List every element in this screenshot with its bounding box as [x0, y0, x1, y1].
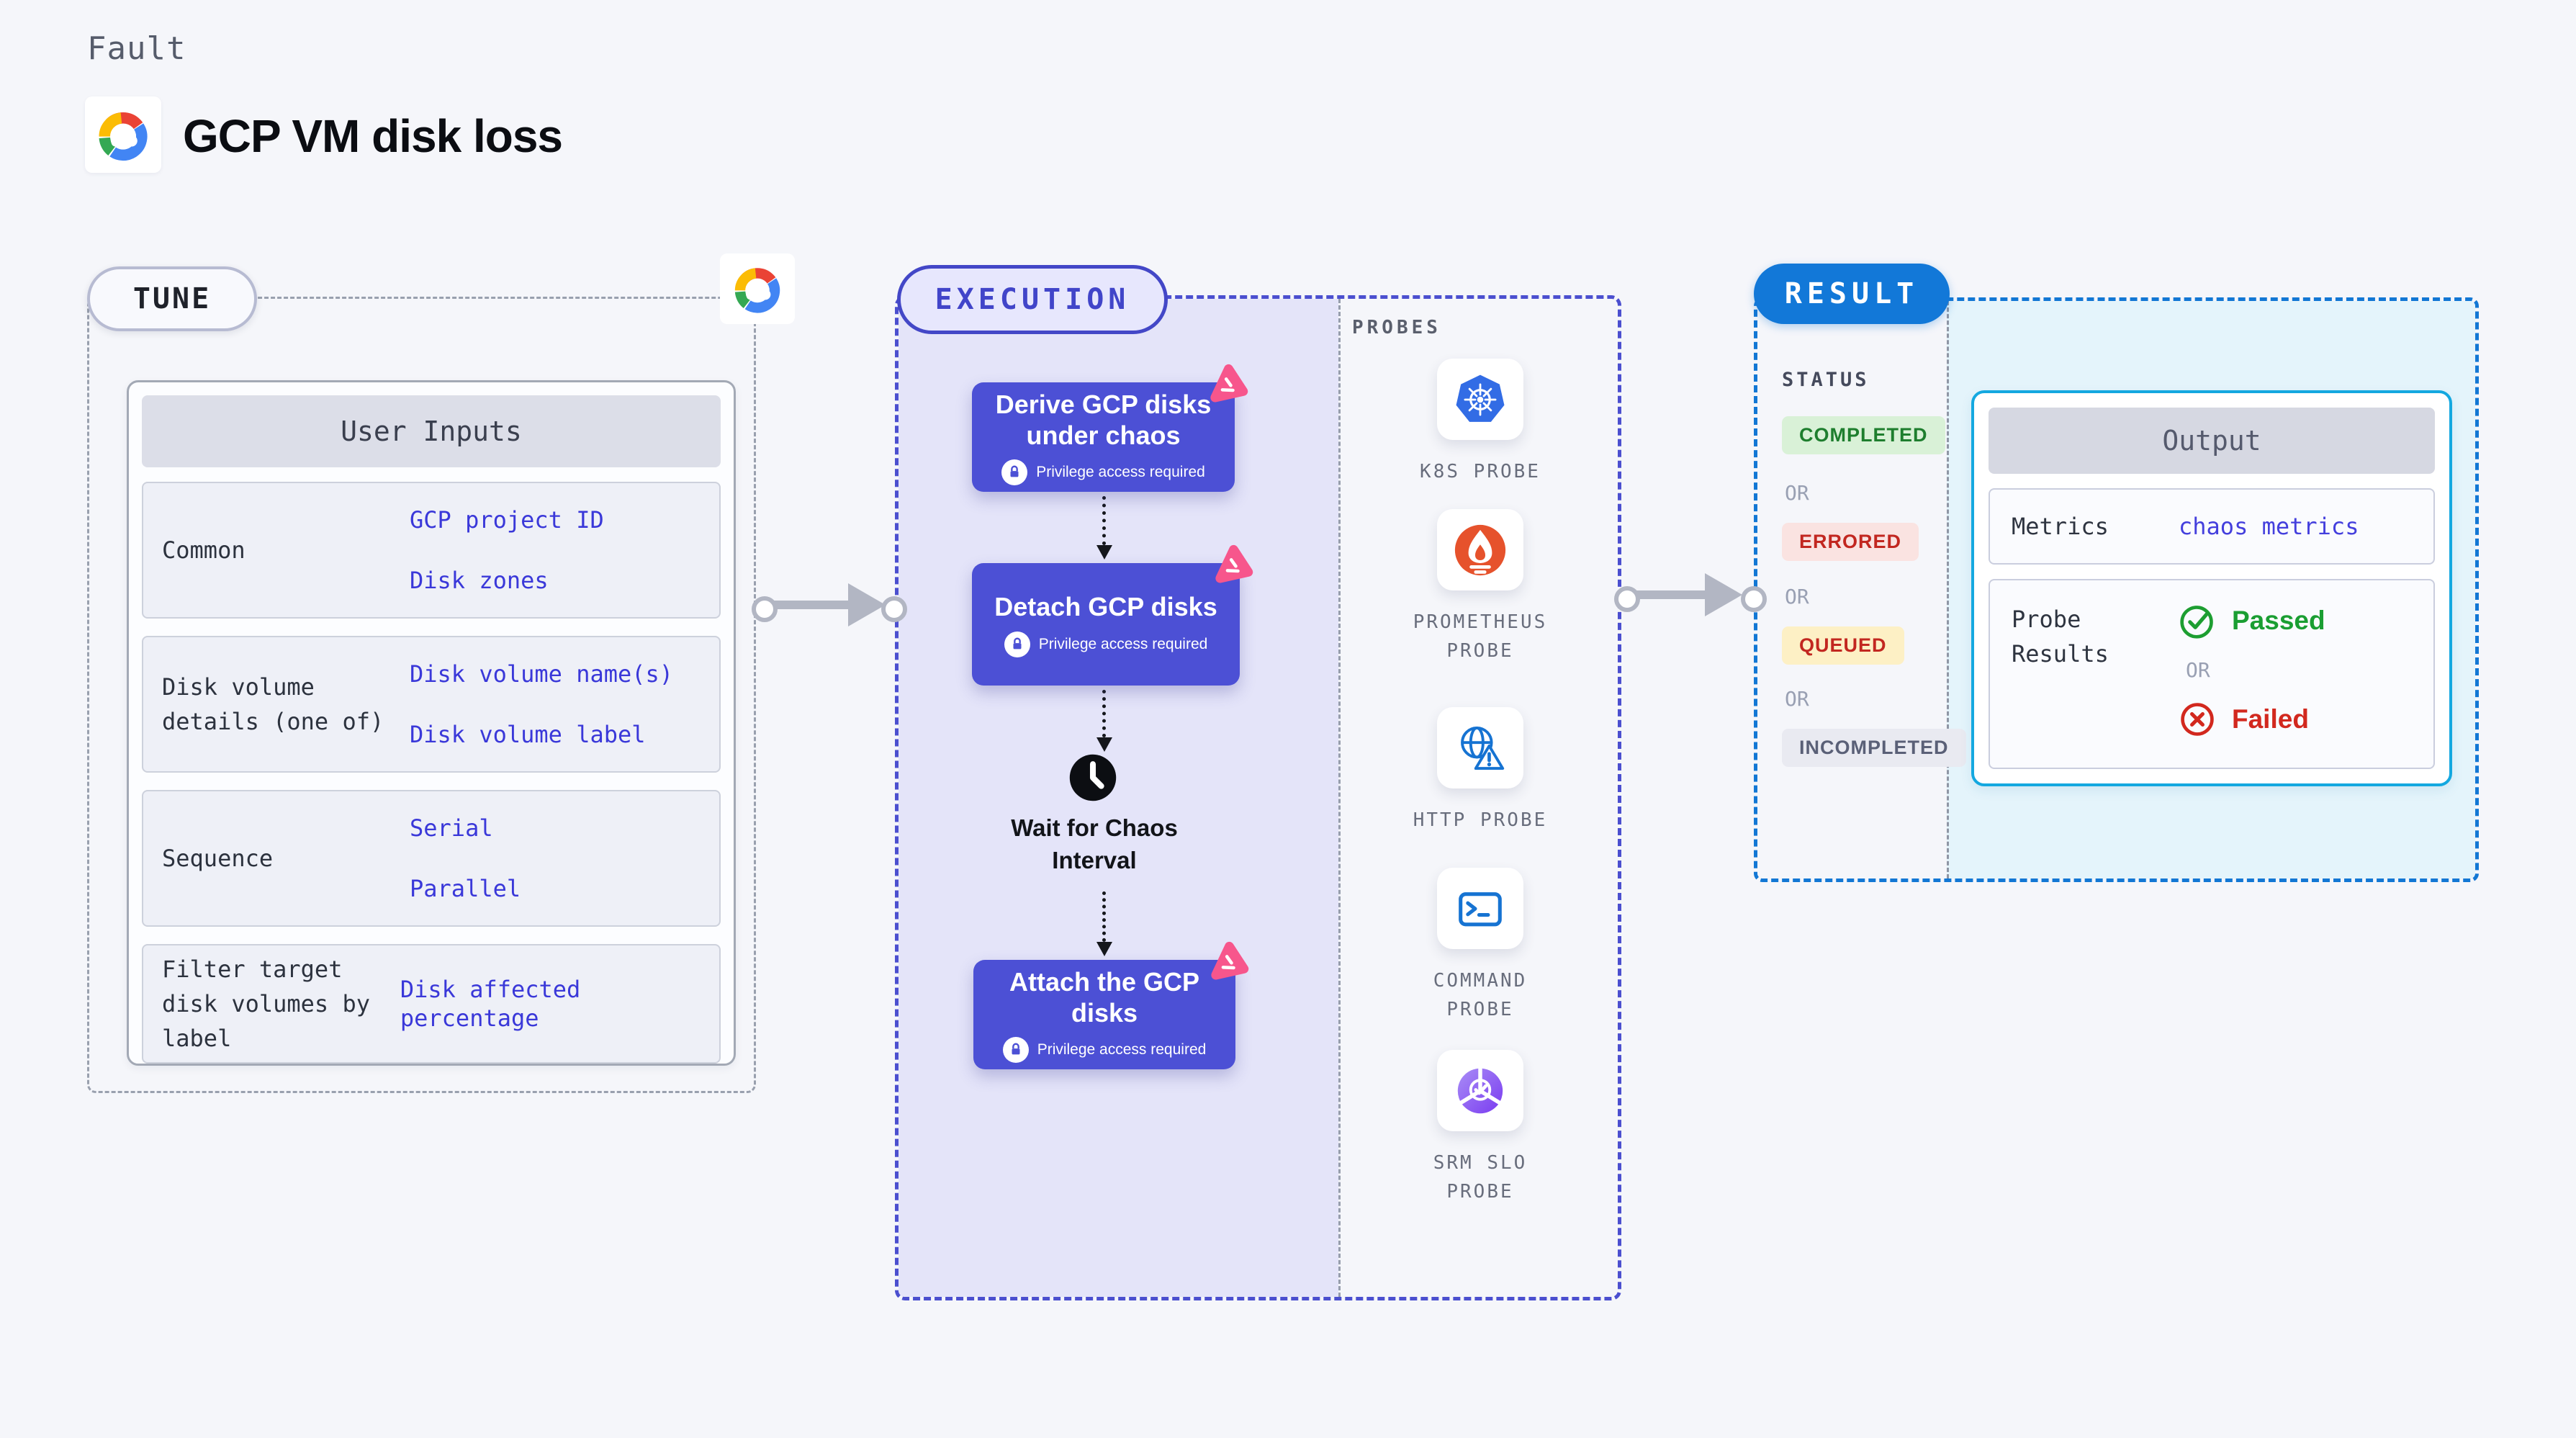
gcp-logo: [85, 96, 161, 173]
status-badge-queued: QUEUED: [1782, 626, 1904, 665]
tune-badge: TUNE: [87, 266, 257, 331]
connector-dot: [752, 596, 778, 622]
result-badge: RESULT: [1754, 264, 1950, 324]
gcp-logo-small: [720, 253, 795, 324]
step-detach-gcp-disks: Detach GCP disks Privilege access requir…: [972, 544, 1253, 686]
or-label: OR: [2186, 658, 2210, 682]
privilege-note: Privilege access required: [1036, 464, 1205, 481]
probe-label: HTTP PROBE: [1413, 809, 1548, 831]
passed-label: Passed: [2232, 606, 2325, 635]
gcp-cloud-icon: [734, 268, 780, 313]
lock-icon: [1004, 631, 1030, 657]
kubernetes-icon: [1437, 359, 1523, 440]
or-label: OR: [1785, 687, 1809, 711]
flow-arrow: [1631, 590, 1706, 599]
fault-kicker: Fault: [87, 30, 186, 67]
passed-check-icon: [2180, 606, 2213, 639]
gcp-cloud-icon: [99, 112, 148, 161]
failed-label: Failed: [2232, 704, 2309, 734]
user-input-row-common: Common GCP project ID Disk zones: [142, 482, 721, 619]
http-globe-warning-icon: [1437, 707, 1523, 788]
wait-for-chaos-label: Wait for Chaos Interval: [1011, 814, 1178, 873]
probe-http: HTTP PROBE: [1394, 707, 1567, 835]
status-badge-errored: ERRORED: [1782, 523, 1919, 561]
user-inputs-card: User Inputs Common GCP project ID Disk z…: [127, 380, 736, 1066]
srm-slo-icon: [1437, 1050, 1523, 1131]
connector-dot: [881, 596, 907, 622]
row-label: Filter target disk volumes by label: [162, 956, 370, 1052]
flow-dotted-line: [1102, 496, 1106, 545]
probe-label: COMMAND PROBE: [1433, 970, 1528, 1021]
step-derive-gcp-disks: Derive GCP disks under chaos Privilege a…: [972, 364, 1248, 492]
user-input-row-disk-volume: Disk volume details (one of) Disk volume…: [142, 636, 721, 773]
connector-dot: [1614, 586, 1640, 612]
chaos-metrics-link[interactable]: chaos metrics: [2179, 513, 2359, 540]
flow-dotted-arrowhead: [1096, 545, 1112, 560]
step-title: Attach the GCP disks: [1009, 966, 1200, 1028]
flow-dotted-line: [1102, 891, 1106, 942]
probe-k8s: K8S PROBE: [1394, 359, 1567, 486]
lock-icon: [1002, 1037, 1029, 1064]
probe-prometheus: PROMETHEUS PROBE: [1394, 509, 1567, 666]
row-label: Sequence: [162, 845, 274, 872]
connector-dot: [1741, 586, 1767, 612]
user-input-row-filter: Filter target disk volumes by label Disk…: [142, 944, 721, 1064]
probe-label: PROMETHEUS PROBE: [1413, 611, 1548, 662]
input-link[interactable]: Disk zones: [410, 567, 549, 594]
input-link[interactable]: Parallel: [410, 875, 521, 902]
output-title: Output: [1989, 408, 2435, 474]
metrics-label: Metrics: [2012, 513, 2109, 540]
chaos-marker-icon: [1210, 364, 1248, 403]
user-inputs-title: User Inputs: [142, 395, 721, 467]
clock-icon: [1068, 753, 1117, 802]
flow-arrowhead: [848, 583, 886, 626]
terminal-icon: [1437, 868, 1523, 949]
tune-section-box: [87, 297, 756, 1093]
probe-label: SRM SLO PROBE: [1433, 1152, 1528, 1203]
status-badge-completed: COMPLETED: [1782, 416, 1945, 454]
execution-badge: EXECUTION: [897, 265, 1168, 334]
status-badge-incompleted: INCOMPLETED: [1782, 729, 1966, 767]
probe-results-label: Probe Results: [2012, 606, 2109, 668]
input-link[interactable]: Disk volume label: [410, 721, 646, 748]
chaos-marker-icon: [1215, 544, 1253, 583]
prometheus-icon: [1437, 509, 1523, 590]
chaos-marker-icon: [1211, 941, 1249, 980]
metrics-row: Metrics chaos metrics: [1989, 488, 2435, 565]
step-attach-gcp-disks: Attach the GCP disks Privilege access re…: [973, 941, 1249, 1069]
row-label: Disk volume details (one of): [162, 673, 384, 735]
probe-label: K8S PROBE: [1420, 461, 1541, 482]
flow-dotted-line: [1102, 690, 1106, 737]
flow-arrow: [769, 601, 850, 609]
privilege-note: Privilege access required: [1038, 635, 1208, 652]
failed-x-icon: [2181, 703, 2214, 736]
input-link[interactable]: Disk volume name(s): [410, 660, 674, 688]
step-title: Detach GCP disks: [994, 592, 1217, 622]
input-link[interactable]: Disk affected percentage: [400, 976, 581, 1032]
probe-srm-slo: SRM SLO PROBE: [1394, 1050, 1567, 1207]
row-label: Common: [162, 536, 246, 564]
input-link[interactable]: Serial: [410, 814, 493, 842]
or-label: OR: [1785, 481, 1809, 505]
result-divider: [1947, 301, 1949, 878]
probes-divider: [1338, 299, 1341, 1297]
status-title: STATUS: [1782, 369, 1870, 391]
user-input-row-sequence: Sequence Serial Parallel: [142, 790, 721, 927]
step-title: Derive GCP disks under chaos: [995, 389, 1212, 450]
probe-results-row: Probe Results Passed OR Failed: [1989, 579, 2435, 769]
lock-icon: [1001, 459, 1028, 486]
page-title: GCP VM disk loss: [183, 110, 563, 162]
flow-dotted-arrowhead: [1096, 737, 1112, 752]
input-link[interactable]: GCP project ID: [410, 506, 604, 534]
flow-dotted-arrowhead: [1096, 942, 1112, 956]
output-card: Output Metrics chaos metrics Probe Resul…: [1971, 390, 2452, 786]
probes-title: PROBES: [1352, 317, 1441, 338]
or-label: OR: [1785, 585, 1809, 608]
flow-arrowhead: [1705, 573, 1742, 616]
privilege-note: Privilege access required: [1037, 1041, 1207, 1059]
probe-command: COMMAND PROBE: [1394, 868, 1567, 1025]
